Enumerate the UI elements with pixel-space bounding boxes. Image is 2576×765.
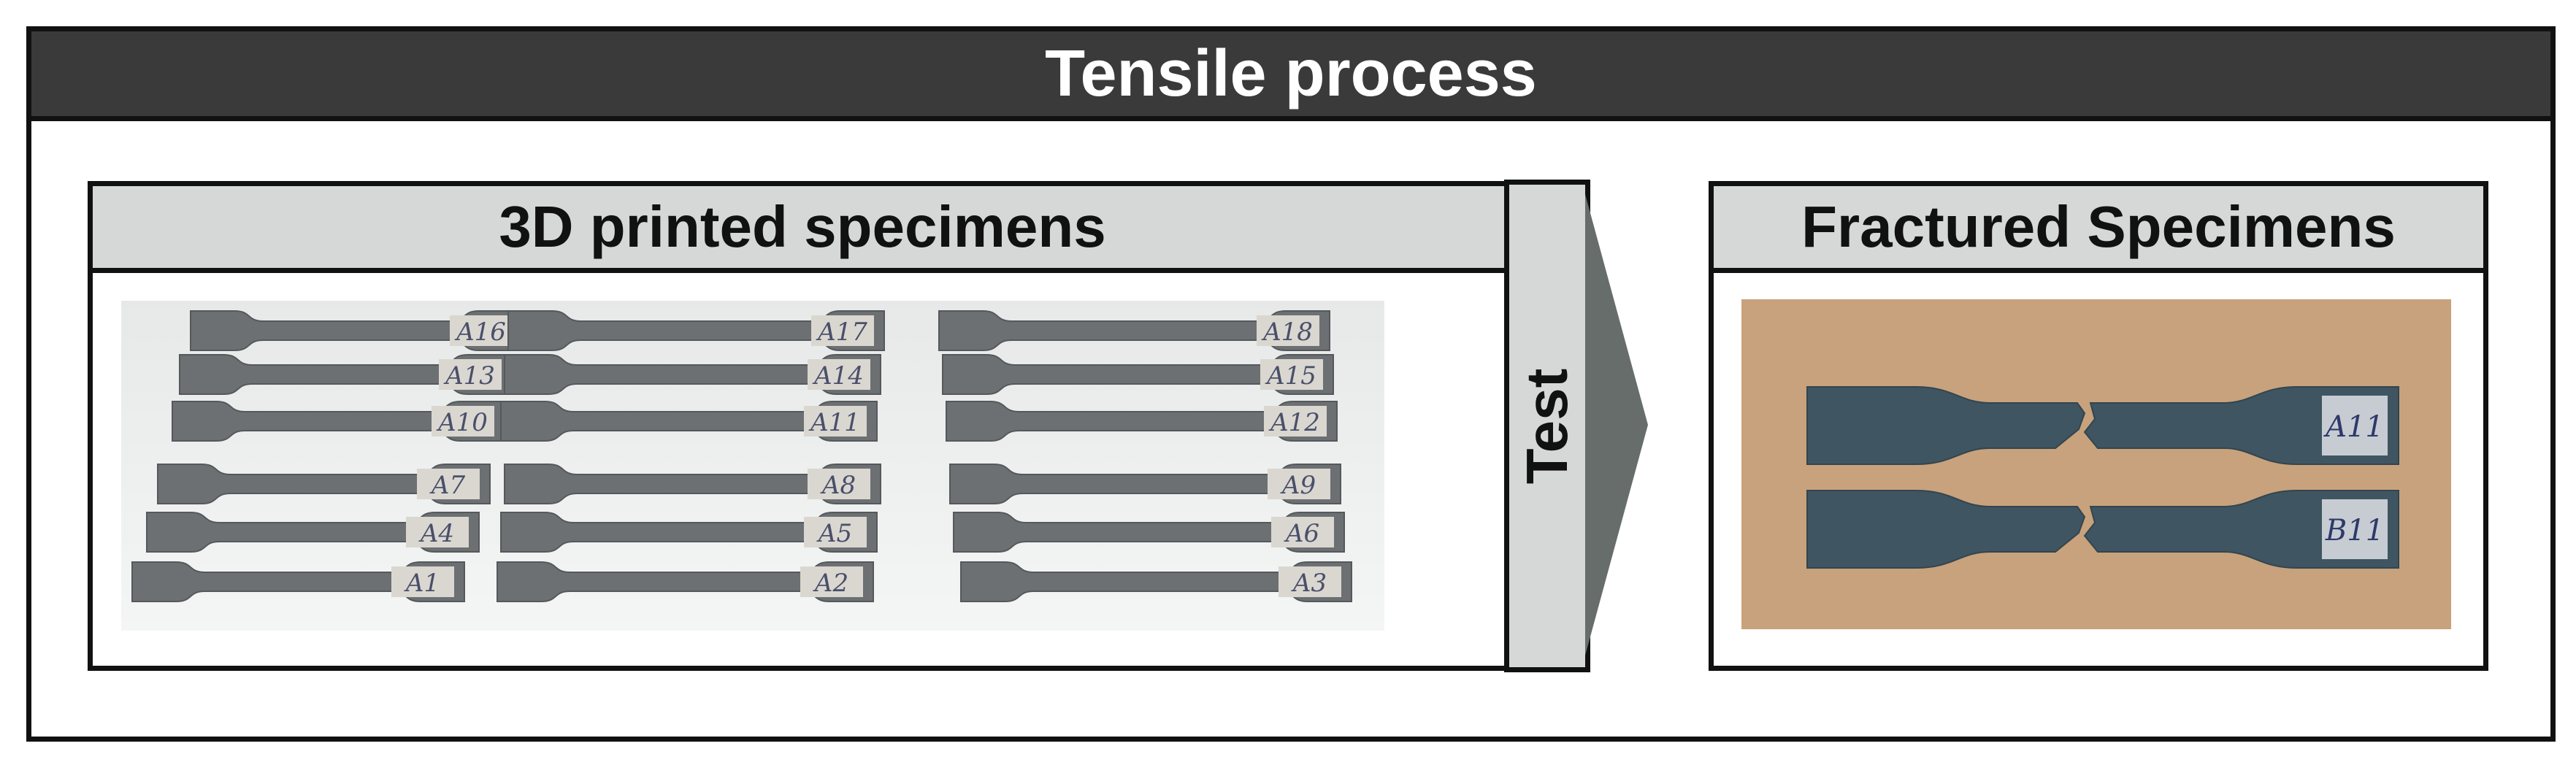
- fractured-specimen-half: [1806, 490, 2086, 569]
- specimen: [960, 561, 1352, 602]
- arrow-right-icon: [1585, 194, 1648, 656]
- specimen-label: A17: [816, 318, 867, 347]
- specimen-label: A11: [808, 408, 860, 437]
- specimen: [507, 310, 885, 351]
- specimen-label: A2: [813, 569, 848, 598]
- specimen-label-tag: [391, 566, 454, 597]
- specimen: [500, 401, 878, 442]
- specimen-label: A13: [443, 361, 495, 391]
- page-title: Tensile process: [31, 31, 2550, 121]
- specimen-label: A8: [820, 471, 856, 500]
- fractured-specimen-half: [2083, 386, 2399, 465]
- specimen-label-tag: [804, 406, 867, 437]
- specimen: [938, 310, 1330, 351]
- specimen-label: A14: [812, 361, 864, 391]
- specimen: [949, 464, 1341, 504]
- specimen-label: A1: [404, 569, 440, 598]
- specimen-label: A10: [436, 408, 488, 437]
- specimen-label: A3: [1291, 569, 1327, 598]
- specimen: [946, 401, 1338, 442]
- specimen-label-tag: [1257, 315, 1319, 346]
- specimen-label: A7: [429, 471, 466, 500]
- specimen-label: A16: [454, 318, 506, 347]
- specimen: [500, 512, 878, 553]
- specimen-label-tag: [406, 517, 469, 547]
- specimen-label: A5: [816, 519, 852, 548]
- specimen-label: B11: [2325, 514, 2384, 547]
- specimen-label-tag: [1264, 406, 1327, 437]
- specimen: [157, 464, 491, 504]
- specimen-label: A9: [1280, 471, 1316, 500]
- specimen-label: A4: [418, 519, 454, 548]
- fractured-specimens-title: Fractured Specimens: [1714, 186, 2483, 273]
- specimen-label-tag: [2322, 499, 2388, 559]
- specimen-label-tag: [450, 315, 513, 346]
- specimen-label-tag: [1268, 469, 1330, 499]
- specimen-label-tag: [1260, 359, 1323, 390]
- specimen: [953, 512, 1345, 553]
- test-step-box: Test: [1504, 180, 1590, 672]
- specimen-label-tag: [439, 359, 502, 390]
- specimen-label-tag: [432, 406, 494, 437]
- specimen: [942, 354, 1334, 395]
- specimen-label-tag: [2322, 396, 2388, 455]
- specimen-label: A12: [1268, 408, 1320, 437]
- specimen-label-tag: [417, 469, 480, 499]
- test-step-label: Test: [1514, 368, 1579, 484]
- printed-specimens-title: 3D printed specimens: [93, 186, 1512, 273]
- specimen: [504, 464, 881, 504]
- specimen-label: A15: [1265, 361, 1316, 391]
- specimen: [504, 354, 881, 395]
- fractured-specimen-half: [1806, 386, 2086, 465]
- specimen: [497, 561, 874, 602]
- specimen-label-tag: [1271, 517, 1334, 547]
- specimen-label: A11: [2323, 410, 2384, 444]
- specimen: [131, 561, 465, 602]
- specimen: [146, 512, 480, 553]
- specimen-label-tag: [811, 315, 874, 346]
- specimen-label-tag: [808, 469, 870, 499]
- specimen-label: A18: [1261, 318, 1313, 347]
- specimen-label-tag: [804, 517, 867, 547]
- specimen-label-tag: [1279, 566, 1341, 597]
- specimen-label: A6: [1284, 519, 1319, 548]
- specimen-label-tag: [800, 566, 863, 597]
- specimen-label-tag: [808, 359, 870, 390]
- fractured-specimen-half: [2083, 490, 2399, 569]
